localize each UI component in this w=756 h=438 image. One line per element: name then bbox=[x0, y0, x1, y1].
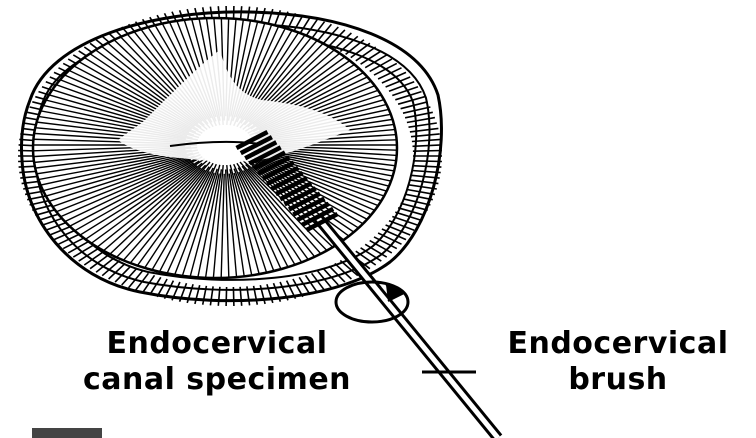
brush-label-line2: brush bbox=[480, 362, 756, 398]
specimen-label-line1: Endocervical bbox=[62, 326, 372, 362]
specimen-label: Endocervical canal specimen bbox=[62, 326, 372, 398]
specimen-label-line2: canal specimen bbox=[62, 362, 372, 398]
brush-label-line1: Endocervical bbox=[480, 326, 756, 362]
corner-mark bbox=[32, 428, 102, 438]
brush-label: Endocervical brush bbox=[480, 326, 756, 398]
